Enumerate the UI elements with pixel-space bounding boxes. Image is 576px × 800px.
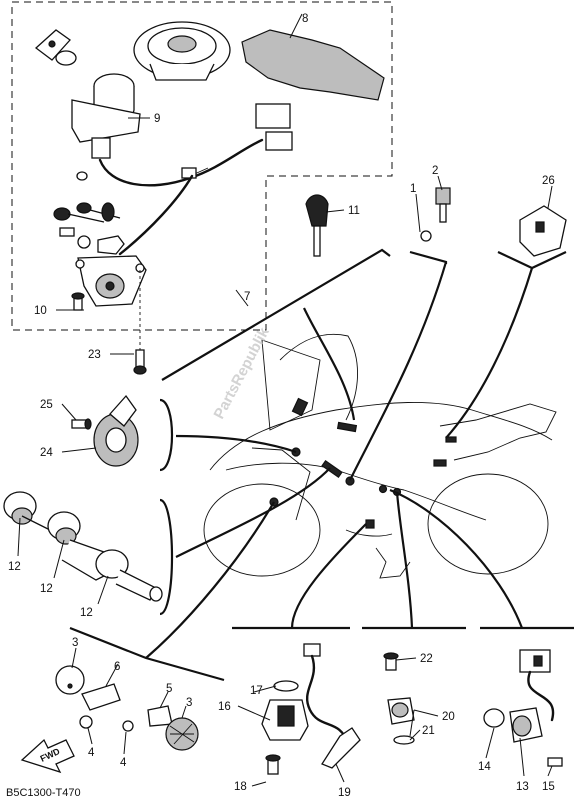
cover-part-8 — [241, 29, 385, 101]
callout-2: 2 — [432, 165, 438, 177]
key-set-part — [53, 171, 125, 255]
diagram-code: B5C1300-T470 — [6, 787, 81, 799]
callout-12-c: 12 — [80, 607, 93, 619]
sensor-part-2 — [420, 187, 451, 242]
callout-4-a: 4 — [88, 747, 95, 759]
callout-17: 17 — [250, 685, 263, 697]
callout-8: 8 — [302, 13, 308, 25]
motorcycle-outline — [203, 333, 557, 579]
handlebar-switch-parts-12 — [3, 491, 163, 602]
callout-24: 24 — [40, 447, 53, 459]
callout-20: 20 — [442, 711, 455, 723]
callout-18: 18 — [234, 781, 247, 793]
callout-15: 15 — [542, 781, 555, 793]
callout-13: 13 — [516, 781, 529, 793]
fuel-cap-part — [133, 21, 231, 81]
callout-3-b: 3 — [186, 697, 192, 709]
callout-9: 9 — [154, 113, 160, 125]
horn-part-24 — [93, 394, 139, 467]
callout-5: 5 — [166, 683, 172, 695]
callout-16: 16 — [218, 701, 231, 713]
callout-12-b: 12 — [40, 583, 53, 595]
callout-19: 19 — [338, 787, 351, 799]
callout-labels: 8 9 10 7 11 1 2 26 23 25 24 12 12 12 3 6… — [8, 13, 555, 799]
mount-points — [269, 397, 457, 529]
callout-11: 11 — [348, 205, 360, 217]
fwd-arrow-icon: FWD — [20, 738, 75, 774]
callout-7: 7 — [244, 291, 250, 303]
callout-23: 23 — [88, 349, 101, 361]
callout-21: 21 — [422, 725, 435, 737]
small-clip-part — [34, 29, 77, 66]
callout-25: 25 — [40, 399, 53, 411]
sensor-assembly-13 — [483, 649, 563, 767]
callout-14: 14 — [478, 761, 491, 773]
watermark-text: PartsRepublik — [211, 324, 274, 422]
seat-lock-part — [75, 174, 194, 307]
callout-3-a: 3 — [72, 637, 78, 649]
bolt-part-10 — [71, 292, 85, 311]
callout-22: 22 — [420, 653, 433, 665]
callout-12-a: 12 — [8, 561, 21, 573]
callout-26: 26 — [542, 175, 555, 187]
bolt-part-25 — [71, 418, 92, 430]
reflector-parts — [55, 665, 199, 751]
key-part-11 — [305, 194, 329, 257]
callout-6: 6 — [114, 661, 120, 673]
callout-4-b: 4 — [120, 757, 127, 769]
group-leader-curves — [69, 248, 574, 682]
callout-1: 1 — [410, 183, 416, 195]
main-switch-part-9 — [71, 73, 293, 187]
relay-part-26 — [519, 205, 567, 257]
sensor-assembly-16 — [261, 643, 361, 775]
bolt-part-23 — [133, 270, 147, 375]
callout-10: 10 — [34, 305, 47, 317]
switch-assembly-20 — [383, 652, 415, 745]
callout-leaders — [17, 13, 553, 787]
